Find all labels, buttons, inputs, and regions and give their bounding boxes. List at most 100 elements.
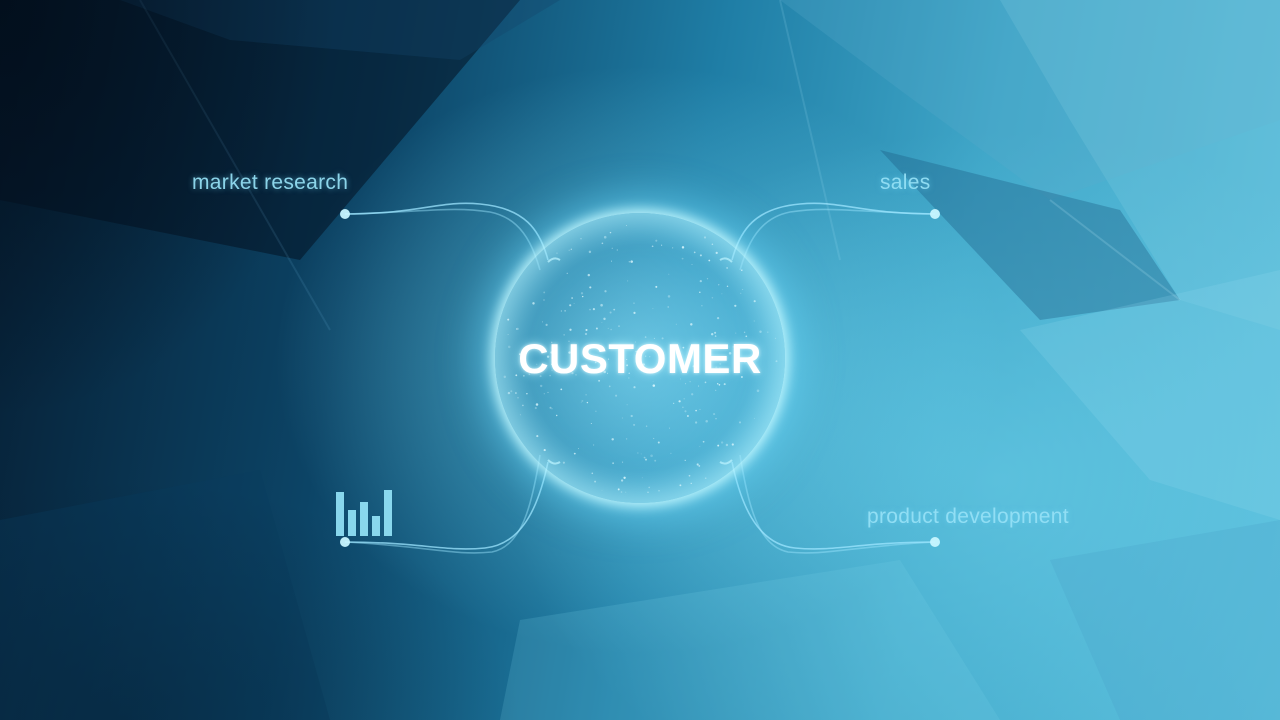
hub-particle [640, 453, 642, 455]
hub-particle [669, 427, 671, 429]
hub-particle [717, 444, 720, 447]
hub-particle [702, 440, 705, 443]
hub-particle [648, 486, 651, 489]
hub-particle [693, 251, 696, 254]
connector-analytics-2 [344, 454, 541, 554]
hub-particle [536, 363, 538, 365]
hub-particle [616, 249, 618, 251]
hub-particle [696, 348, 698, 350]
hub-particle [732, 346, 734, 348]
hub-particle [726, 267, 728, 269]
hub-particle [714, 335, 717, 337]
hub-particle [715, 417, 717, 420]
hub-particle [651, 245, 654, 248]
hub-particle [683, 398, 685, 400]
hub-particle [545, 323, 548, 326]
hub-particle [570, 248, 572, 250]
hub-particle [678, 350, 681, 353]
hub-particle [600, 303, 603, 307]
hub-particle [570, 363, 572, 366]
hub-particles [503, 225, 778, 493]
hub-particle [603, 235, 607, 239]
hub-particle [608, 385, 611, 388]
hub-title: CUSTOMER [518, 335, 762, 382]
hub-particle [711, 297, 714, 299]
hub-particle [549, 406, 552, 409]
hub-particle [691, 393, 694, 396]
hub-particle [603, 370, 606, 374]
hub-particle [681, 246, 685, 249]
hub-particle [653, 437, 655, 440]
hub-particle [550, 351, 553, 354]
hub-particle [650, 454, 653, 458]
hub-particle [518, 353, 521, 356]
hub-particle [551, 369, 553, 371]
hub-particle [735, 357, 738, 359]
hub-particle [707, 363, 709, 365]
hub-particle [704, 477, 707, 480]
hub-particle [740, 375, 743, 379]
hub-particle [634, 341, 636, 343]
hub-particle [603, 317, 606, 321]
hub-particle [623, 476, 626, 479]
hub-particle [715, 366, 718, 369]
hub-particle [672, 247, 674, 249]
hub-particle [617, 488, 620, 491]
hub-particle [626, 364, 629, 367]
hub-particle [633, 302, 635, 304]
hub-particle [594, 361, 597, 364]
label-market-research: market research [192, 171, 349, 194]
hub-particle [672, 402, 675, 405]
hub-particle [753, 300, 756, 303]
hub-particle [711, 333, 714, 336]
hub-particle [573, 302, 575, 304]
hub-particle [718, 284, 720, 286]
hub-particle [619, 350, 621, 352]
hub-particle [560, 388, 563, 391]
hub-particle [547, 391, 549, 393]
hub-particle [643, 456, 646, 459]
hub-particle [688, 474, 691, 477]
hub-particle [675, 323, 677, 325]
hub-particle [644, 336, 647, 338]
hub-particle [549, 374, 551, 377]
hub-particle [609, 311, 612, 314]
hub-particle [698, 464, 701, 467]
hub-particle [610, 328, 612, 331]
hub-particle [699, 254, 702, 257]
hub-particle [612, 462, 614, 465]
hub-particle [595, 327, 598, 330]
hub-particle [627, 280, 629, 282]
hub-particle [774, 337, 777, 340]
hub-particle [684, 410, 687, 413]
hub-particle [586, 401, 589, 404]
hub-particle [587, 273, 591, 277]
hub-particle [595, 410, 597, 412]
hub-particle [601, 490, 603, 492]
hub-particle [510, 390, 513, 393]
hub-particle [690, 482, 692, 485]
hub-particle [586, 369, 588, 372]
connector-sales-2 [739, 208, 936, 271]
hub-particle [625, 491, 627, 493]
hub-particle [563, 334, 565, 336]
hub-particle [591, 472, 594, 475]
hub-particle [528, 373, 531, 376]
hub-particle [775, 360, 778, 363]
hub-particle [573, 452, 576, 455]
hub-particle [582, 295, 584, 298]
hub-particle [585, 328, 588, 332]
connector-market-1 [344, 202, 549, 261]
hub-particle [555, 414, 558, 417]
hub-particle [516, 327, 519, 331]
hub-particle [695, 409, 697, 412]
hub-particle [690, 323, 693, 326]
hub-particle [742, 288, 744, 290]
hub-particle [708, 259, 711, 262]
hub-particle [580, 238, 582, 240]
label-product-development: product development [867, 505, 1069, 528]
hub-particle [682, 406, 684, 409]
hub-particle [551, 408, 553, 410]
connector-market-2 [344, 208, 541, 271]
